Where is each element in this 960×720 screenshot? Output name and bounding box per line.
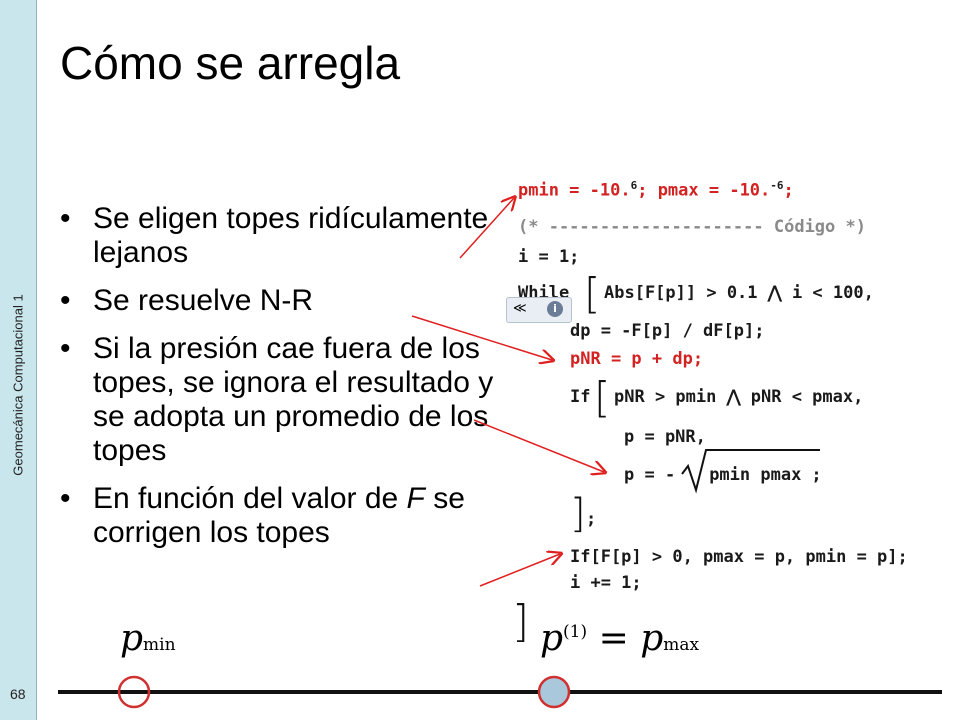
code-p-eq: p = pNR, xyxy=(624,427,706,447)
bullet-dot: • xyxy=(60,202,71,235)
bullet-dot: • xyxy=(60,482,71,515)
main-close-bracket: ] xyxy=(512,596,530,647)
bullet-text-italic: F xyxy=(406,482,425,515)
bullet-dot: • xyxy=(60,332,71,365)
code-p-sqrt: p = -pmin pmax; xyxy=(624,465,822,485)
bullet-text-prefix: En función del valor de xyxy=(93,482,407,515)
code-pnr: pNR = p + dp; xyxy=(570,349,704,369)
bullet-item: • Si la presión cae fuera de los topes, s… xyxy=(60,332,530,468)
code-if-cond: pNR > pmin ⋀ pNR < pmax, xyxy=(614,387,864,407)
while-bracket: [ xyxy=(584,269,601,318)
code-if2: If[F[p] > 0, pmax = p, pmin = p]; xyxy=(570,547,908,567)
code-line-i: i = 1; xyxy=(518,247,580,267)
bullet-item: • Se resuelve N-R xyxy=(60,284,530,318)
bullet-text: Se eligen topes ridículamente lejanos xyxy=(93,202,489,269)
course-label: Geomecánica Computacional 1 xyxy=(10,294,26,476)
pmax-marker xyxy=(537,675,571,709)
code-line-pmin: pmin = -10.6; pmax = -10.-6; xyxy=(518,179,794,201)
code-inc: i += 1; xyxy=(570,573,642,593)
code-close-if: ; xyxy=(586,509,597,529)
code-dp: dp = -F[p] / dF[p]; xyxy=(570,321,765,341)
bullet-text: Si la presión cae fuera de los topes, se… xyxy=(93,332,494,467)
info-icon[interactable]: i xyxy=(547,301,563,317)
sidebar: Geomecánica Computacional 1 68 xyxy=(0,0,37,720)
bullet-text: se corrigen los topes xyxy=(93,482,465,549)
code-comment: (* --------------------- Código *) xyxy=(518,217,866,237)
code-block: pmin = -10.6; pmax = -10.-6; (* --------… xyxy=(514,173,960,613)
collapse-icon[interactable]: ≪ xyxy=(513,301,527,316)
slide-title: Cómo se arregla xyxy=(60,37,401,89)
code-if: If xyxy=(570,387,591,407)
if-close-bracket: ] xyxy=(570,491,586,537)
pmin-marker xyxy=(117,675,151,709)
pmin-label: pmin xyxy=(120,618,176,659)
bullet-dot: • xyxy=(60,284,71,317)
bullet-list: • Se eligen topes ridículamente lejanos •… xyxy=(60,202,530,564)
bullet-item: • Se eligen topes ridículamente lejanos xyxy=(60,202,530,270)
code-while-cond: Abs[F[p]] > 0.1 ⋀ i < 100, xyxy=(604,283,874,303)
p1-equals-pmax: p(1) = pmax xyxy=(540,618,700,659)
if-bracket: [ xyxy=(594,373,611,422)
bullet-text: Se resuelve N-R xyxy=(93,284,314,317)
cell-toolbar[interactable]: ≪ i xyxy=(506,297,572,323)
bullet-item: • En función del valor de F se corrigen l… xyxy=(60,482,530,550)
page-number: 68 xyxy=(10,686,26,702)
